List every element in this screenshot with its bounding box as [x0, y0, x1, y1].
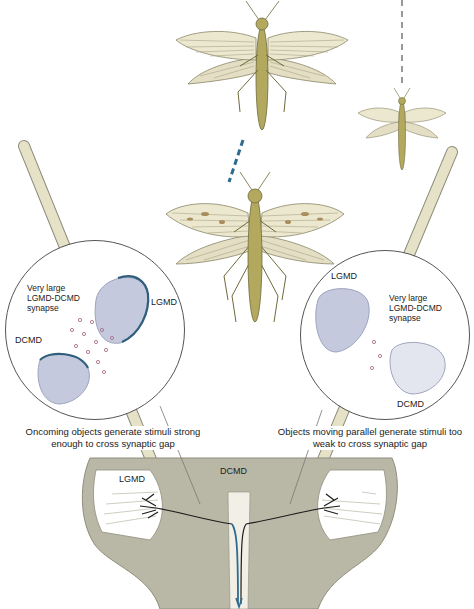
- magnified-view-parallel: [301, 251, 469, 419]
- synapse-label: Very large LGMD-DCMD synapse: [389, 293, 451, 324]
- locust-top: [176, 1, 348, 130]
- leader-line: [160, 406, 200, 504]
- dcmd-membrane: [40, 354, 88, 368]
- locust-small: [358, 88, 446, 170]
- lgmd-cell: [95, 278, 147, 344]
- neuron-label: DCMD: [220, 466, 247, 477]
- antenna: [246, 1, 259, 20]
- body: [248, 194, 262, 322]
- dcmd-axon: [241, 524, 246, 604]
- neuron-label: DCMD: [397, 399, 424, 410]
- head: [248, 189, 262, 203]
- brain-outline: [82, 458, 397, 609]
- body: [399, 100, 406, 170]
- lgmd-neuron: [140, 494, 232, 524]
- lgmd-neuron: [246, 494, 340, 524]
- legs: [238, 55, 286, 112]
- neurotransmitter-dots: [70, 318, 113, 373]
- approach-path: [229, 140, 243, 182]
- caption: Oncoming objects generate stimuli strong…: [14, 426, 212, 450]
- hind-wing: [366, 122, 400, 138]
- magnified-circle: LGMD Very large LGMD-DCMD synapseDCMD: [300, 250, 470, 420]
- hind-wing: [404, 122, 438, 138]
- body: [256, 26, 268, 130]
- antenna: [265, 1, 279, 20]
- circle-fill: [6, 241, 184, 419]
- lgmd-cell: [316, 289, 369, 352]
- dcmd-cell: [38, 354, 89, 404]
- head: [256, 18, 268, 30]
- lgmd-membrane: [118, 276, 148, 342]
- neuron-label: DCMD: [15, 335, 42, 346]
- synapse-label: Very large LGMD-DCMD synapse: [27, 283, 91, 314]
- dcmd-axon: [232, 524, 238, 604]
- head: [399, 98, 406, 105]
- optic-lobe: [318, 470, 387, 540]
- magnified-view-oncoming: [6, 241, 184, 419]
- magnified-circle: Very large LGMD-DCMD synapse LGMD DCMD: [5, 240, 185, 420]
- neurotransmitter-dots: [370, 340, 381, 369]
- neuron-label: LGMD: [118, 474, 146, 485]
- circle-fill: [301, 251, 469, 419]
- neuron-label: LGMD: [331, 271, 357, 282]
- dcmd-cell: [390, 342, 445, 394]
- fore-wing: [405, 108, 446, 122]
- locust-brain: [82, 458, 397, 609]
- neuron-label: LGMD: [151, 297, 177, 308]
- fore-wing: [358, 108, 399, 122]
- central-groove: [228, 492, 250, 609]
- optic-lobe: [94, 470, 163, 540]
- caption: Objects moving parallel generate stimuli…: [269, 426, 471, 450]
- parallel-path: [401, 0, 403, 88]
- axon-arrow: [236, 598, 242, 607]
- leader-line: [290, 410, 322, 504]
